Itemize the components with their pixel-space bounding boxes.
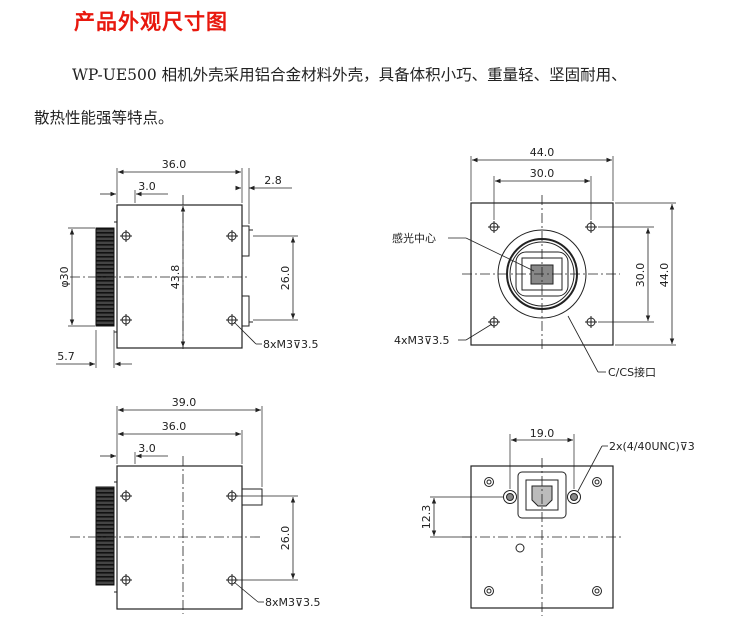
dim-rear-hole-spacing: 19.0 <box>530 427 555 440</box>
callout-rear-threads: 2x(4/40UNC)⊽3 <box>609 440 695 453</box>
dim-diameter: φ30 <box>58 266 71 287</box>
description-line-2: 散热性能强等特点。 <box>34 109 174 127</box>
dim-body-length: 36.0 <box>162 420 187 433</box>
dim-hole-spacing: 26.0 <box>279 266 292 291</box>
callout-lens-mount: C/CS接口 <box>608 366 656 379</box>
callout-front-holes: 4xM3⊽3.5 <box>394 334 450 347</box>
dim-rear-offset: 2.8 <box>264 174 282 187</box>
dim-bottom-hole-spacing: 26.0 <box>279 526 292 551</box>
callout-screw-holes: 8xM3⊽3.5 <box>263 338 319 351</box>
front-mount-holes <box>488 221 597 328</box>
dim-front-hole-spacing-h: 30.0 <box>530 167 555 180</box>
description-line-1: WP-UE500 相机外壳采用铝合金材料外壳，具备体积小巧、重量轻、坚固耐用、 <box>72 66 627 84</box>
side-view-bottom <box>70 406 298 614</box>
dim-bottom-flange: 3.0 <box>138 442 156 455</box>
dim-rear-offset-height: 12.3 <box>420 505 433 530</box>
dim-front-width: 44.0 <box>530 146 555 159</box>
page-title: 产品外观尺寸图 <box>74 10 228 34</box>
callout-bottom-screw-holes: 8xM3⊽3.5 <box>265 596 321 609</box>
side-mount-holes <box>120 490 238 586</box>
callout-sensor-center: 感光中心 <box>392 231 436 245</box>
dim-overall-length: 36.0 <box>162 158 187 171</box>
mount-holes <box>120 230 238 326</box>
dim-ring-width: 5.7 <box>57 350 75 363</box>
rear-holes <box>484 477 602 596</box>
front-view <box>448 156 676 373</box>
rear-view <box>430 434 622 616</box>
dim-flange: 3.0 <box>138 180 156 193</box>
dim-front-height: 44.0 <box>658 263 671 288</box>
dim-total-length: 39.0 <box>172 396 197 409</box>
dim-front-hole-spacing-v: 30.0 <box>634 263 647 288</box>
dim-height: 43.8 <box>169 265 182 290</box>
side-view-top <box>56 168 298 368</box>
